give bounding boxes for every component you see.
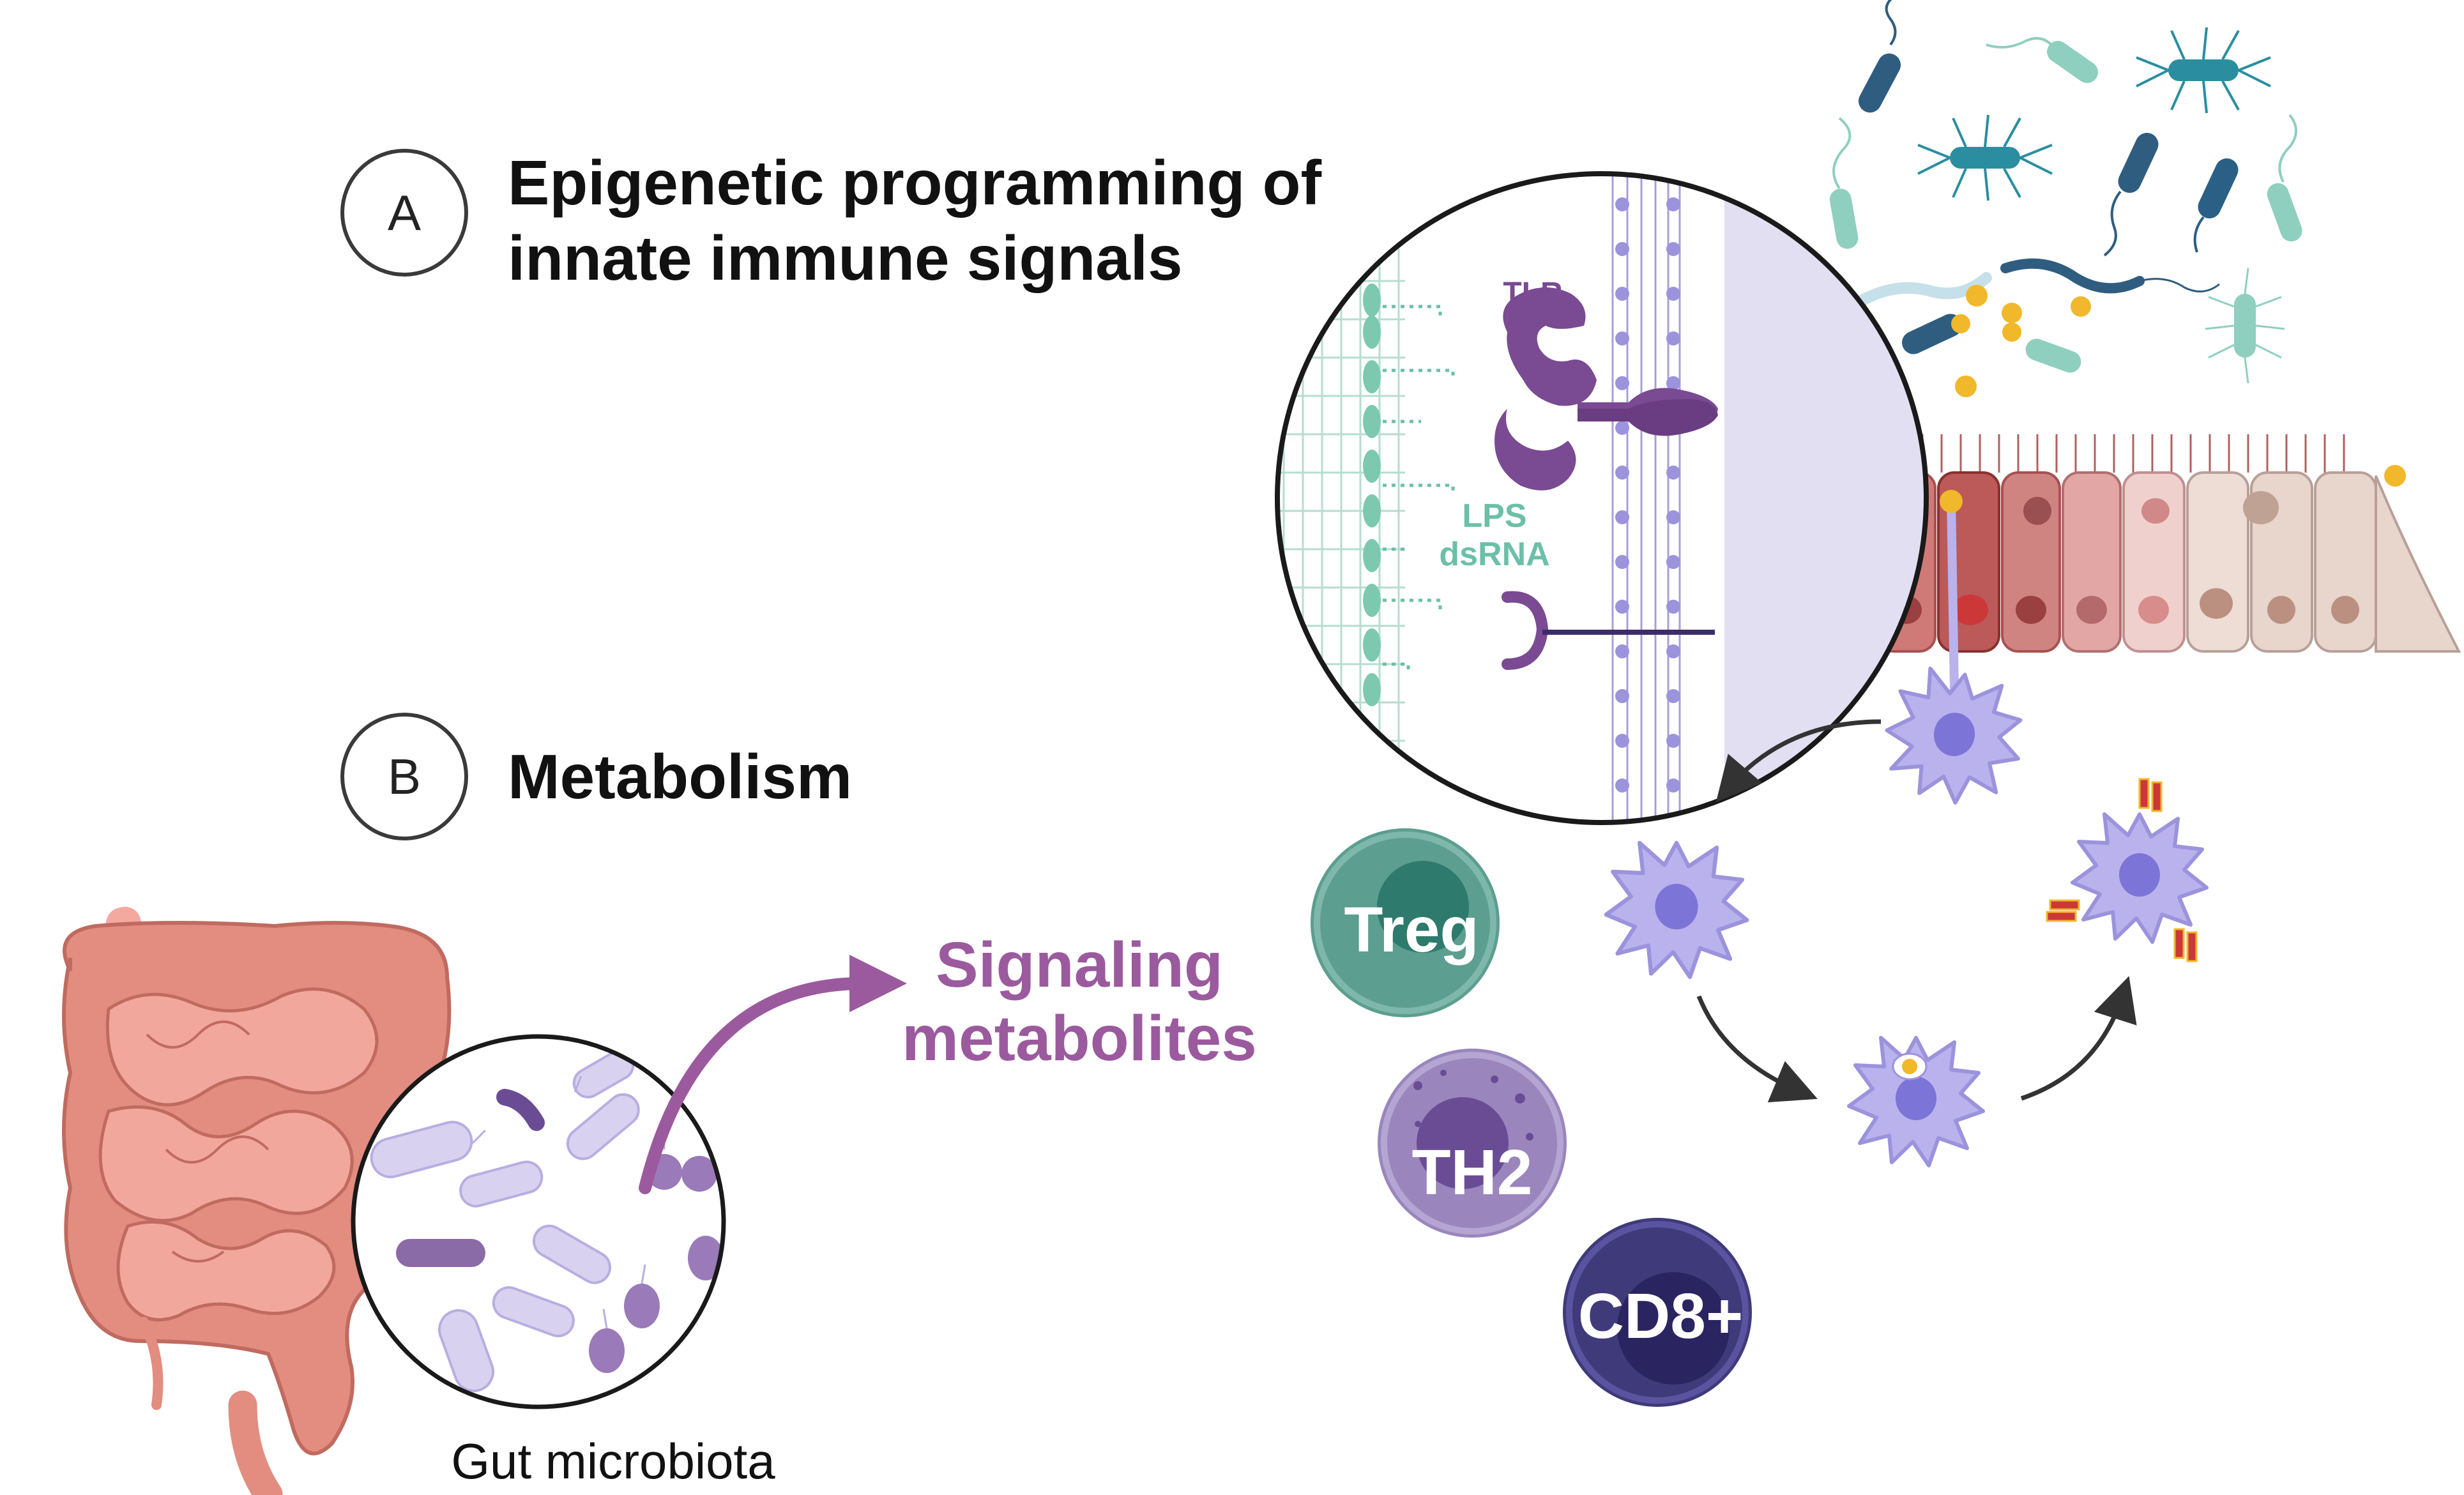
microbes-cluster	[1829, 0, 2406, 487]
cycle-arrow-2	[1696, 995, 1818, 1103]
cycle-arrow-3	[2020, 976, 2137, 1101]
pattern-recognition-receptor	[1502, 591, 1715, 670]
gut-microbiota-caption: Gut microbiota	[451, 1433, 775, 1489]
t-cells: Treg TH2 CD8+	[1311, 828, 1752, 1407]
tlr-label: TLR	[1503, 277, 1562, 310]
dendritic-cell-mature	[2046, 778, 2207, 962]
th2-label: TH2	[1412, 1137, 1533, 1208]
gut-microbiota-zoom: Gut microbiota	[351, 1034, 775, 1489]
dsrna-label: dsRNA	[1439, 536, 1549, 573]
treg-cell: Treg	[1311, 828, 1500, 1017]
section-a-title-line1: Epigenetic programming of	[508, 148, 1321, 218]
cycle-arrow-1	[1715, 719, 1882, 803]
metabolites-label-line2: metabolites	[902, 1003, 1257, 1074]
lps-label: LPS	[1462, 497, 1526, 535]
section-a-badge	[340, 149, 468, 277]
th2-cell: TH2	[1378, 1049, 1567, 1238]
section-a-header: A Epigenetic programming of innate immun…	[340, 148, 1321, 293]
dendritic-cell-antigen-loaded	[1849, 1038, 1983, 1165]
metabolites-arrow	[639, 977, 869, 1194]
tlr-receptor	[1494, 287, 1718, 490]
receptor-zoom-circle: TLR LPS dsRNA	[1275, 171, 1929, 825]
intestine-illustration	[62, 906, 452, 1495]
section-a-title-line2: innate immune signals	[508, 223, 1182, 293]
section-b-letter: B	[388, 748, 421, 805]
treg-label: Treg	[1344, 894, 1479, 966]
cd8-label: CD8+	[1578, 1280, 1743, 1352]
section-a-letter: A	[388, 185, 421, 241]
dendritic-cell-immature	[1606, 843, 1747, 977]
sensing-dendritic-cell	[1876, 490, 2031, 812]
dendritic-cell-cycle	[1606, 719, 2207, 1165]
section-b-badge	[340, 713, 468, 840]
section-b-header: B Metabolism	[340, 713, 852, 840]
cd8-cell: CD8+	[1563, 1218, 1752, 1407]
signaling-metabolites: Signaling metabolites	[639, 929, 1257, 1194]
section-b-title: Metabolism	[508, 741, 852, 812]
metabolites-label-line1: Signaling	[936, 929, 1223, 1001]
